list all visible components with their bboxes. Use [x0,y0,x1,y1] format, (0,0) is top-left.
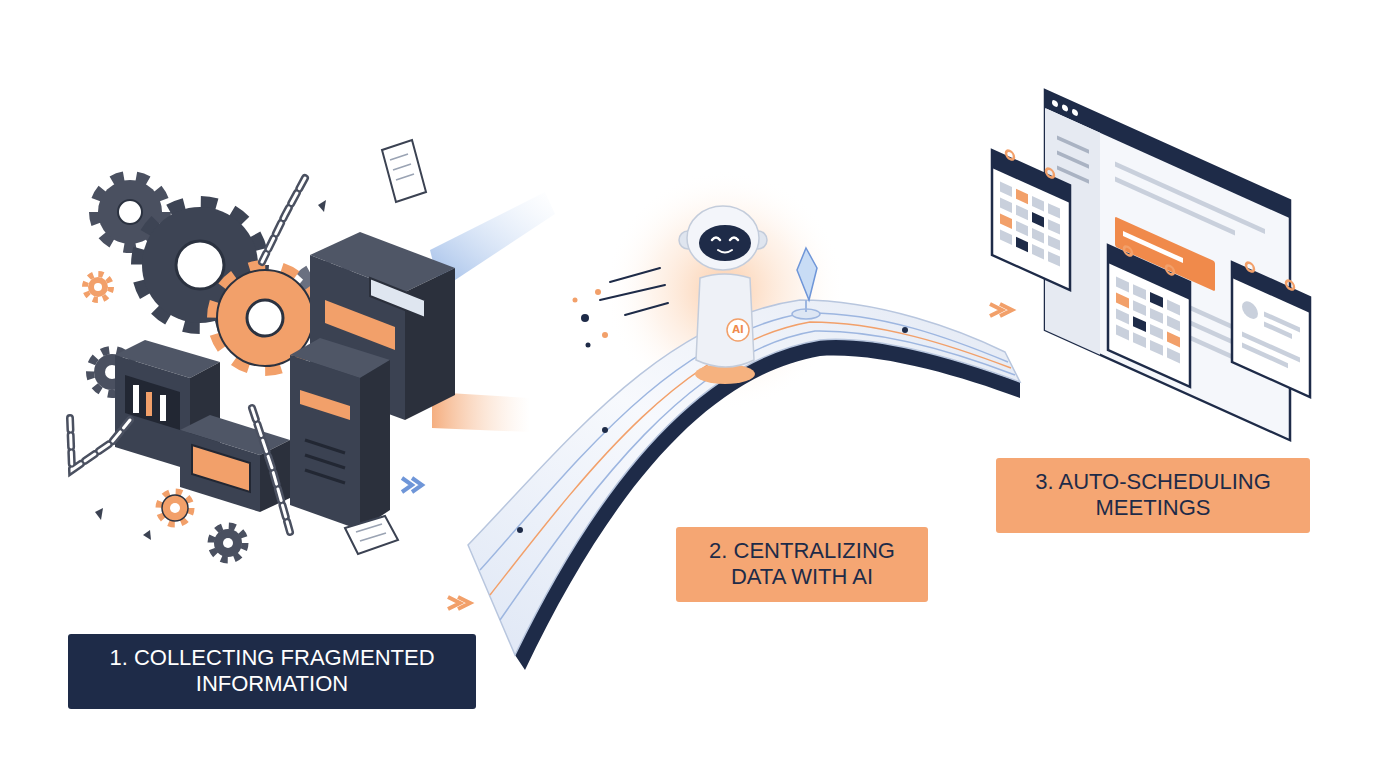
stage-title: 2. CENTRALIZING DATA WITH AI [688,538,916,591]
stage-title: 1. COLLECTING FRAGMENTED INFORMATION [80,645,464,698]
stage-label: 1. COLLECTING FRAGMENTED INFORMATION [68,634,476,709]
stage-label: 2. CENTRALIZING DATA WITH AI [676,527,928,602]
stage-label: 3. AUTO-SCHEDULING MEETINGS [996,458,1310,533]
stage-title: 3. AUTO-SCHEDULING MEETINGS [1008,469,1298,522]
chest-label: AI [728,320,748,340]
